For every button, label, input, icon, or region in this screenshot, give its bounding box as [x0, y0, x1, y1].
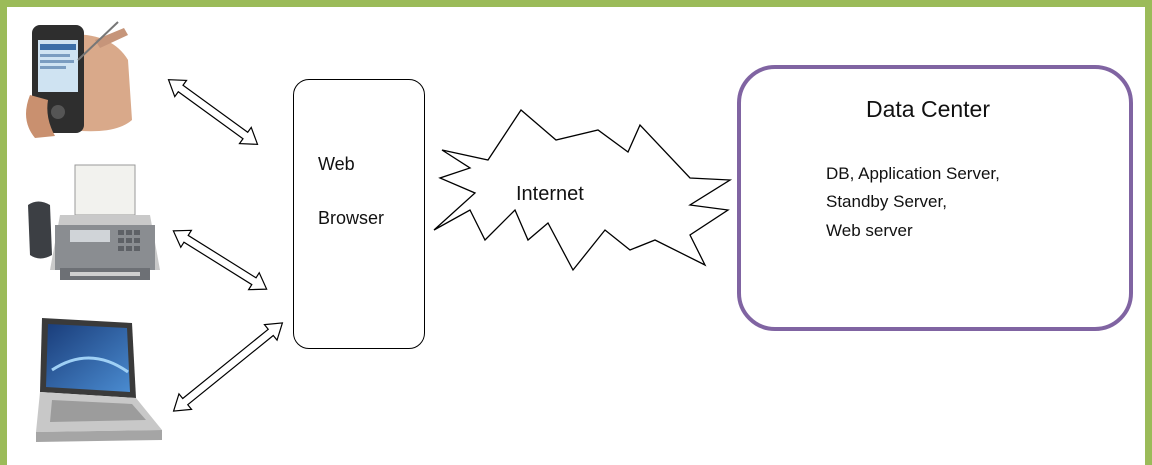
server-label-line1: DB, Application Server, — [826, 164, 1000, 183]
double-arrow-fax — [172, 229, 268, 291]
internet-label: Internet — [516, 183, 584, 205]
data-center-title: Data Center — [866, 96, 991, 122]
internet-cloud-burst — [433, 109, 733, 272]
browser-label-line1: Web — [318, 154, 355, 174]
web-browser-box — [293, 79, 425, 349]
double-arrow-pda — [167, 79, 259, 145]
browser-label-line2: Browser — [318, 208, 385, 228]
laptop-icon — [36, 318, 162, 442]
double-arrow-laptop — [172, 322, 284, 412]
data-center-box — [737, 65, 1133, 331]
pda-icon — [26, 21, 132, 138]
server-label-line2: Standby Server, — [826, 192, 947, 211]
fax-machine-icon — [28, 164, 160, 280]
server-label-line3: Web server — [826, 221, 913, 240]
